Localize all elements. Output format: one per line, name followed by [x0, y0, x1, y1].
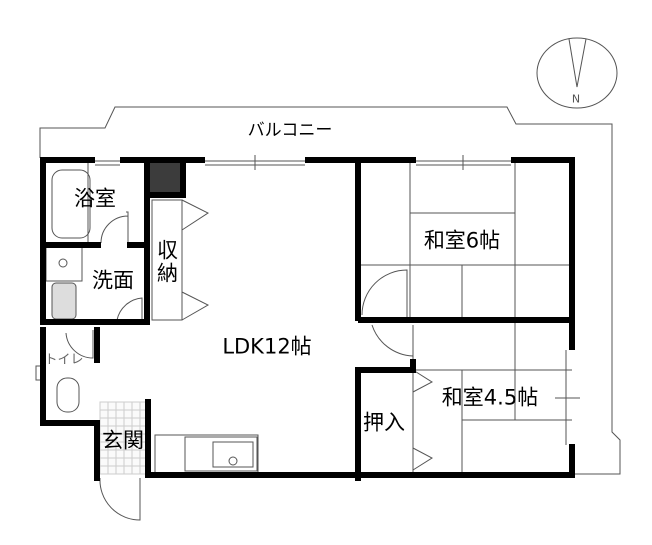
- washing-machine-icon: [51, 282, 77, 320]
- balcony-label: バルコニー: [247, 120, 333, 141]
- room-label-washitsu-6: 和室6帖: [423, 228, 501, 253]
- room-label-toilet: トイレ: [44, 352, 84, 368]
- pipe-shaft: [150, 163, 180, 195]
- room-label-closet: 押入: [363, 410, 405, 435]
- room-label-entrance: 玄関: [102, 428, 144, 453]
- entrance-tiles: [99, 401, 149, 475]
- toilet-icon: [56, 377, 80, 413]
- room-label-ldk: LDK12帖: [222, 334, 312, 359]
- sink-icon: [58, 258, 68, 268]
- room-label-washitsu-4-5: 和室4.5帖: [441, 385, 539, 410]
- room-label-storage: 収納: [154, 239, 179, 285]
- bathtub-icon: [51, 169, 91, 239]
- room-label-washroom: 洗面: [92, 268, 134, 293]
- north-compass-icon: [536, 37, 618, 109]
- room-label-bath: 浴室: [74, 186, 116, 211]
- walls: [40, 157, 575, 481]
- balcony-outline: [39, 106, 621, 475]
- north-label: N: [571, 92, 581, 106]
- kitchen-counter: [154, 434, 259, 474]
